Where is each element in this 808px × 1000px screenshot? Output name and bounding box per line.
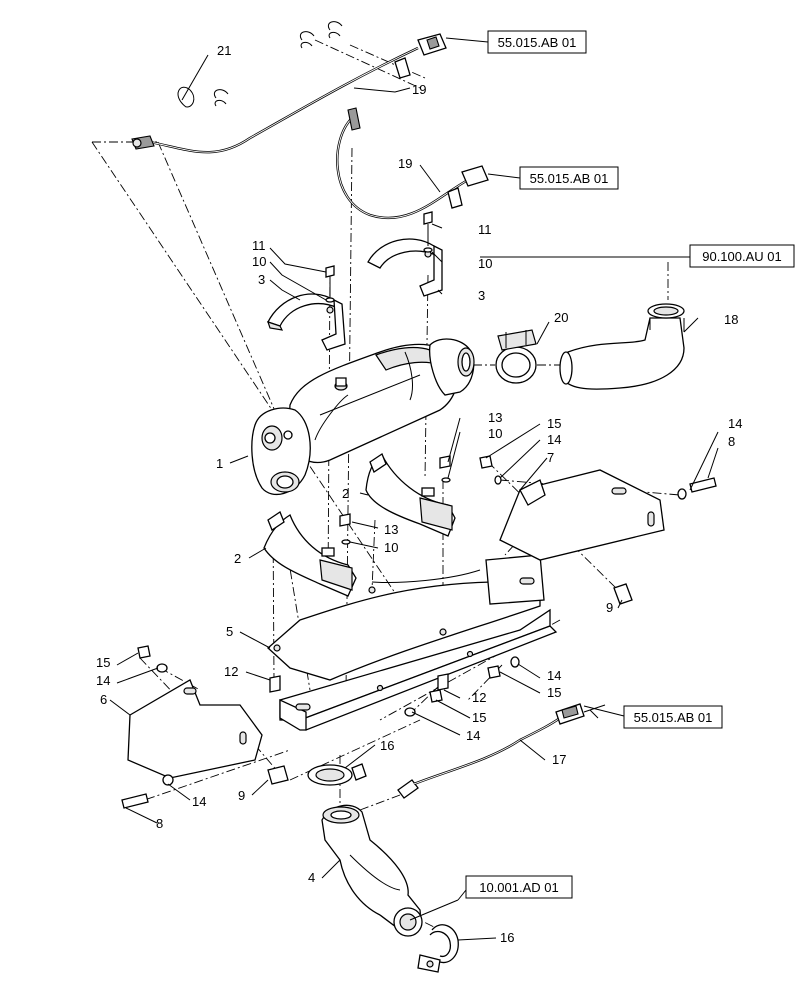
- callout-12: 12: [224, 664, 238, 679]
- saddle-2-left: [263, 511, 357, 597]
- reference-box-3[interactable]: 90.100.AU 01: [668, 244, 795, 268]
- clamp-strap-3-left: [267, 293, 346, 351]
- reference-label: 90.100.AU 01: [702, 249, 782, 264]
- muffler-dpf-1: [251, 338, 475, 496]
- v-clamp-16-upper: [307, 763, 367, 786]
- catalyst-pipe-4: [321, 804, 423, 937]
- callout-3: 3: [258, 272, 265, 287]
- callout-13: 13: [488, 410, 502, 425]
- elbow-pipe-18: [559, 303, 685, 390]
- sensor-17: [397, 703, 585, 799]
- callout-3: 3: [478, 288, 485, 303]
- callout-10: 10: [478, 256, 492, 271]
- callout-17: 17: [552, 752, 566, 767]
- callout-12: 12: [472, 690, 486, 705]
- reference-label: 55.015.AB 01: [530, 171, 609, 186]
- callout-14: 14: [192, 794, 206, 809]
- callout-18: 18: [724, 312, 738, 327]
- callout-15: 15: [472, 710, 486, 725]
- callout-6: 6: [100, 692, 107, 707]
- sensor-harness-middle: [336, 107, 489, 220]
- callout-10: 10: [384, 540, 398, 555]
- bolt-11-right: [423, 211, 433, 253]
- callout-14: 14: [728, 416, 742, 431]
- v-clamp-16-lower: [417, 924, 459, 973]
- side-plate-6: [127, 679, 263, 779]
- band-clamp-20: [495, 329, 537, 384]
- callout-9: 9: [238, 788, 245, 803]
- callout-10: 10: [252, 254, 266, 269]
- fasteners: [121, 455, 717, 809]
- reference-label: 10.001.AD 01: [479, 880, 559, 895]
- callout-2: 2: [234, 551, 241, 566]
- callout-2: 2: [342, 486, 349, 501]
- clamp-strap-3-right: [367, 238, 443, 297]
- bolt-13-right: [439, 455, 451, 483]
- callout-8: 8: [156, 816, 163, 831]
- reference-box-1[interactable]: 55.015.AB 01: [445, 30, 587, 54]
- main-channel-bracket: [279, 554, 558, 731]
- callout-numbers: 21 19 19 11 10 3 11 10 3 20 18 1 13 10 1…: [96, 43, 742, 945]
- reference-label: 55.015.AB 01: [634, 710, 713, 725]
- saddle-2-right: [365, 453, 456, 537]
- side-plate-7: [499, 469, 665, 561]
- callout-14: 14: [547, 668, 561, 683]
- reference-box-2[interactable]: 55.015.AB 01: [487, 166, 619, 190]
- reference-box-5[interactable]: 10.001.AD 01: [457, 875, 573, 901]
- reference-box-4[interactable]: 55.015.AB 01: [583, 705, 723, 729]
- callout-11: 11: [478, 222, 492, 237]
- callout-16: 16: [500, 930, 514, 945]
- callout-14: 14: [96, 673, 110, 688]
- callout-8: 8: [728, 434, 735, 449]
- callout-14: 14: [547, 432, 561, 447]
- callout-15: 15: [547, 685, 561, 700]
- callout-15: 15: [547, 416, 561, 431]
- callout-10: 10: [488, 426, 502, 441]
- callout-14: 14: [466, 728, 480, 743]
- callout-21: 21: [217, 43, 231, 58]
- bolt-11-left: [325, 265, 335, 303]
- reference-label: 55.015.AB 01: [498, 35, 577, 50]
- callout-19: 19: [398, 156, 412, 171]
- callout-19: 19: [412, 82, 426, 97]
- callout-16: 16: [380, 738, 394, 753]
- callout-1: 1: [216, 456, 223, 471]
- sensor-harness-upper: [131, 21, 447, 154]
- callout-7: 7: [547, 450, 554, 465]
- callout-5: 5: [226, 624, 233, 639]
- callout-11: 11: [252, 238, 266, 253]
- leader-lines: [109, 54, 719, 941]
- callout-4: 4: [308, 870, 315, 885]
- bolt-13-left: [339, 513, 351, 545]
- callout-9: 9: [606, 600, 613, 615]
- callout-13: 13: [384, 522, 398, 537]
- callout-15: 15: [96, 655, 110, 670]
- callout-20: 20: [554, 310, 568, 325]
- cable-clip-icon: [177, 21, 343, 108]
